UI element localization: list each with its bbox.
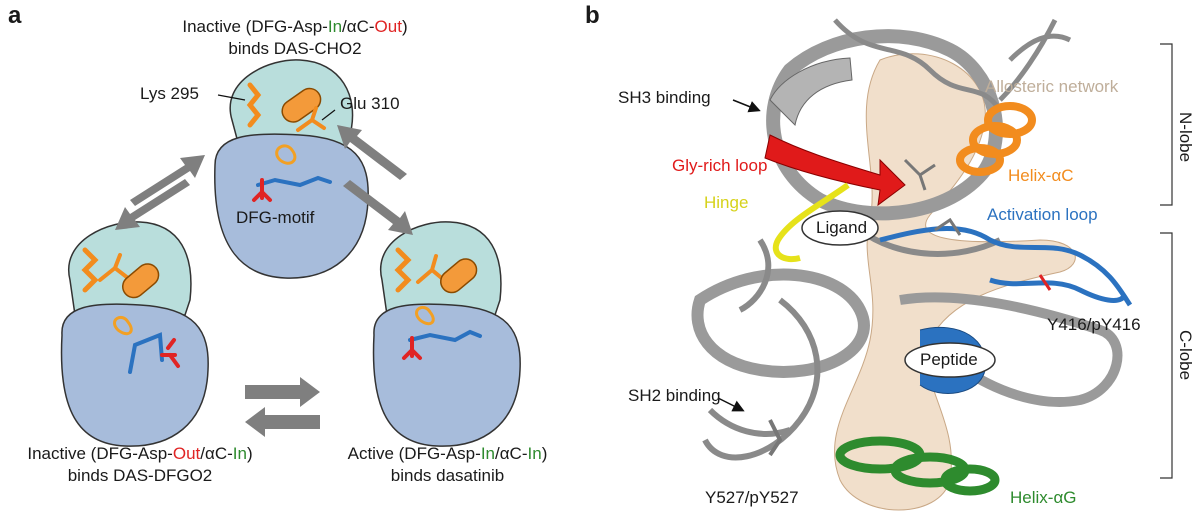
right-state-caption: Active (DFG-Asp-In/αC-In) binds dasatini…	[347, 444, 548, 485]
kinase-right	[372, 221, 521, 447]
left-state-caption: Inactive (DFG-Asp-Out/αC-In) binds DAS-D…	[27, 444, 253, 485]
top-state-caption: Inactive (DFG-Asp-In/αC-Out) binds DAS-C…	[182, 17, 408, 58]
panel-b-letter: b	[585, 2, 600, 29]
y416-label: Y416/pY416	[1047, 315, 1141, 334]
protein-structure	[691, 18, 1133, 511]
hinge-label: Hinge	[704, 193, 749, 212]
ligand-label: Ligand	[816, 218, 868, 237]
peptide-label: Peptide	[920, 350, 978, 369]
helix-ag-label: Helix-αG	[1010, 488, 1077, 507]
gly-rich-loop-label: Gly-rich loop	[672, 156, 768, 175]
n-lobe-label: N-lobe	[1176, 112, 1195, 163]
kinase-left	[60, 221, 209, 447]
sh2-binding-label: SH2 binding	[628, 386, 721, 405]
sh3-binding-label: SH3 binding	[618, 88, 711, 107]
y527-label: Y527/pY527	[705, 488, 799, 507]
lys-label: Lys 295	[140, 84, 199, 103]
equilibrium-arrows	[115, 125, 413, 437]
activation-loop-label: Activation loop	[987, 205, 1098, 224]
kinase-top	[214, 59, 369, 279]
allosteric-network-label: Allosteric network	[985, 77, 1119, 96]
glu-label: Glu 310	[340, 94, 400, 113]
dfg-motif-label: DFG-motif	[236, 208, 315, 227]
c-lobe-label: C-lobe	[1176, 330, 1195, 381]
helix-ac-label: Helix-αC	[1008, 166, 1074, 185]
panel-a-letter: a	[8, 2, 22, 29]
